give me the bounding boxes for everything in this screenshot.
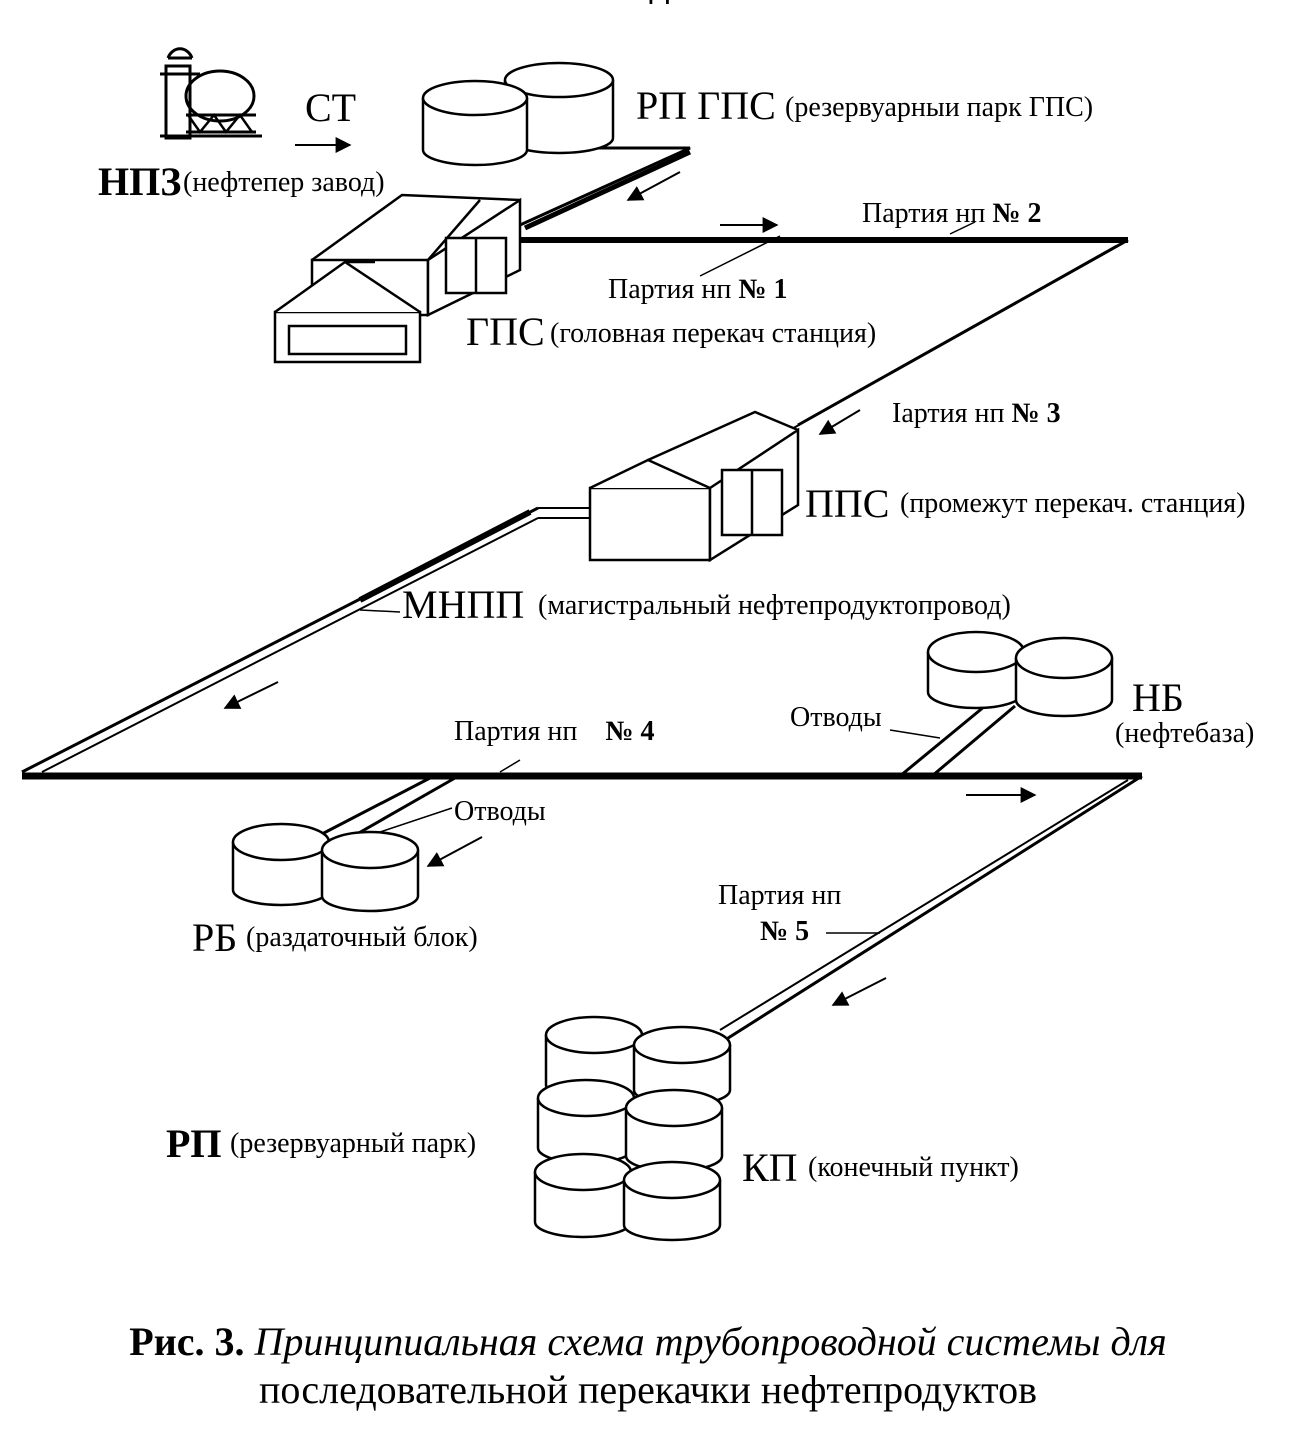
label-kp-desc: (конечный пункт) <box>808 1152 1019 1183</box>
figure-caption-line-2: последовательной перекачки нефтепродукто… <box>258 1367 1038 1412</box>
label-npz: НПЗ <box>98 159 182 204</box>
label-rp-gps-desc: (резервуарныи парк ГПС) <box>785 92 1094 123</box>
pipe-to-kp <box>724 774 1143 1042</box>
label-st: СТ <box>305 85 357 130</box>
label-rb: РБ <box>192 915 238 960</box>
label-nb-desc: (нефтебаза) <box>1115 718 1255 749</box>
label-kp: КП <box>742 1145 798 1190</box>
label-nb: НБ <box>1132 675 1184 720</box>
label-gps-desc: (головная перекач станция) <box>550 318 877 349</box>
refinery-icon <box>160 47 262 140</box>
kp-tanks <box>533 1015 732 1242</box>
label-rb-desc: (раздаточный блок) <box>246 922 478 953</box>
arrow-party-3 <box>818 409 861 435</box>
arrow-mnpp <box>223 681 279 709</box>
label-party-3: Iартия нп № 3 <box>892 398 1061 429</box>
label-mnpp: МНПП <box>402 582 525 627</box>
pipe-rp-to-gps <box>519 146 691 227</box>
pps-building <box>588 410 800 563</box>
label-party-4: Партия нп № 4 <box>454 716 655 747</box>
page-number: - 44 - <box>620 0 691 11</box>
nb-tanks <box>926 630 1114 718</box>
leader-lines <box>359 221 976 934</box>
rb-tanks <box>231 822 420 913</box>
label-otvody-rb: Отводы <box>454 796 546 827</box>
label-rp-gps: РП ГПС <box>636 83 776 128</box>
branch-to-nb <box>899 704 1016 778</box>
arrow-party-5 <box>831 977 887 1006</box>
arrow-rp-gps <box>626 171 681 201</box>
label-gps: ГПС <box>466 309 545 354</box>
label-otvody-nb: Отводы <box>790 702 882 733</box>
label-party-5: Партия нп <box>718 880 842 911</box>
label-pps-desc: (промежут перекач. станция) <box>900 488 1246 519</box>
figure-caption-text-1: Принципиальная схема трубопроводной сист… <box>254 1319 1167 1364</box>
pipeline-network <box>21 146 1143 1042</box>
flow-arrows <box>223 137 1037 1006</box>
arrow-rb <box>426 836 483 867</box>
label-party-5-number: № 5 <box>760 916 810 947</box>
label-pps: ППС <box>805 481 890 526</box>
label-party-1: Партия нп № 1 <box>608 274 788 305</box>
label-mnpp-desc: (магистральный нефтепродуктопровод) <box>538 590 1011 621</box>
figure-caption-prefix: Рис. 3. <box>129 1319 245 1364</box>
rp-gps-tanks <box>421 61 615 167</box>
label-npz-desc: (нефтепер завод) <box>183 167 385 198</box>
branch-to-rb <box>319 776 456 840</box>
gps-building <box>273 193 522 364</box>
label-party-2: Партия нп № 2 <box>862 198 1042 229</box>
label-rp-desc: (резервуарный парк) <box>230 1128 477 1159</box>
label-rp: РП <box>166 1121 222 1166</box>
figure-caption-line-1: Рис. 3. Принципиальная схема трубопровод… <box>0 1318 1296 1366</box>
